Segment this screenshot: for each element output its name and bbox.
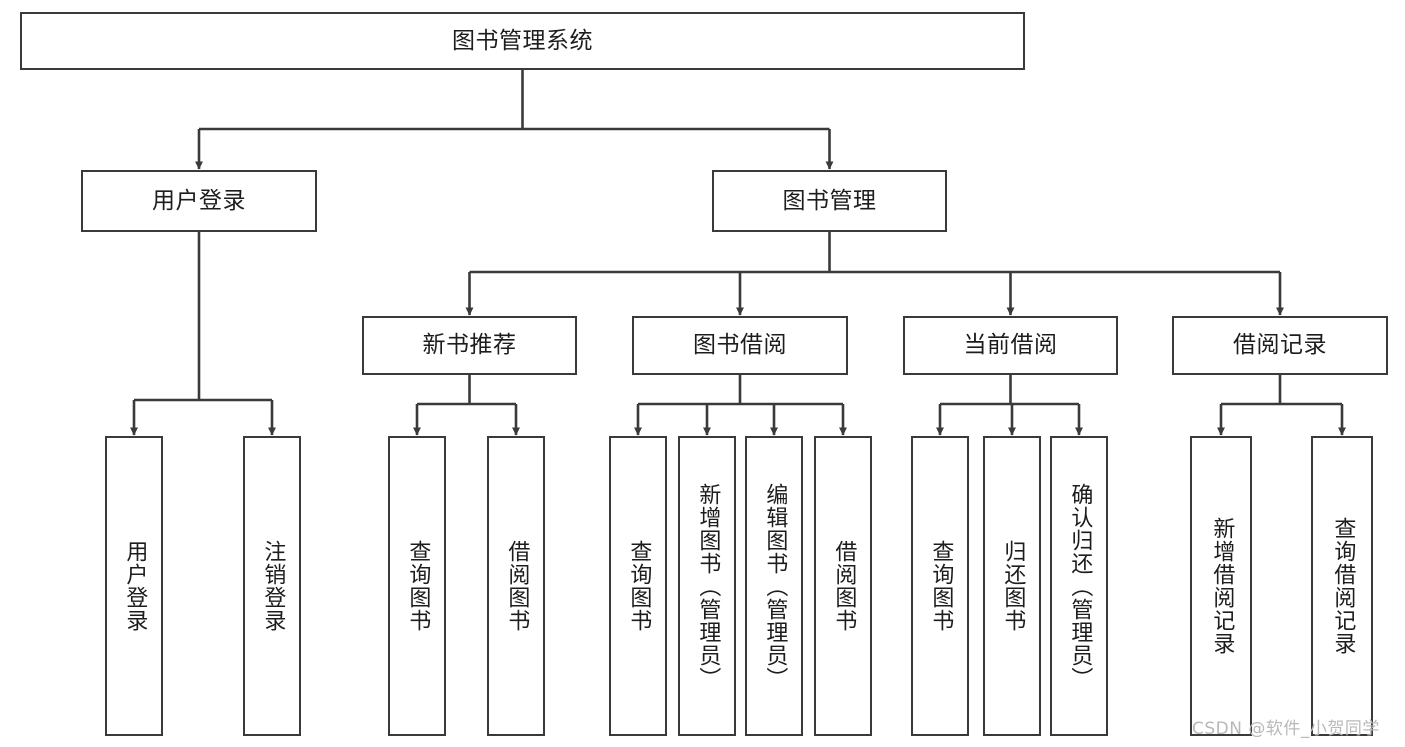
node-label: 借阅图书	[831, 540, 857, 632]
node-leaf-rec-borrow: 借阅图书	[487, 436, 545, 736]
node-label: 借阅图书	[504, 540, 530, 632]
node-label: 图书借阅	[693, 332, 787, 359]
node-label: 查询图书	[626, 540, 652, 632]
node-leaf-rec-query: 查询图书	[388, 436, 446, 736]
node-new-book-rec: 新书推荐	[362, 316, 577, 375]
node-leaf-borrow-add: 新增图书（管理员）	[678, 436, 736, 736]
node-current-borrow: 当前借阅	[903, 316, 1118, 375]
node-label: 借阅记录	[1233, 332, 1327, 359]
node-label: 归还图书	[1000, 540, 1026, 632]
csdn-watermark: CSDN @软件_小贺同学	[1192, 719, 1380, 739]
node-label: 新书推荐	[422, 332, 517, 359]
node-user-login: 用户登录	[81, 170, 317, 232]
node-leaf-cur-return: 归还图书	[983, 436, 1041, 736]
node-label: 图书管理系统	[452, 27, 593, 54]
node-label: 用户登录	[122, 540, 148, 632]
node-root: 图书管理系统	[20, 12, 1025, 70]
node-leaf-cur-query: 查询图书	[911, 436, 969, 736]
node-book-manage: 图书管理	[712, 170, 947, 232]
node-label: 确认归还（管理员）	[1067, 482, 1093, 690]
node-label: 当前借阅	[963, 332, 1058, 359]
node-label: 图书管理	[782, 187, 877, 214]
node-leaf-user-logout: 注销登录	[243, 436, 301, 736]
node-label: 编辑图书（管理员）	[762, 482, 788, 690]
node-label: 新增借阅记录	[1209, 517, 1235, 655]
node-leaf-rec-search: 查询借阅记录	[1311, 436, 1373, 736]
node-label: 查询图书	[928, 540, 954, 632]
node-leaf-cur-confirm: 确认归还（管理员）	[1050, 436, 1108, 736]
node-label: 查询借阅记录	[1330, 517, 1356, 655]
node-label: 查询图书	[405, 540, 431, 632]
node-leaf-rec-add: 新增借阅记录	[1190, 436, 1252, 736]
node-label: 注销登录	[260, 540, 286, 632]
node-label: 新增图书（管理员）	[695, 482, 721, 690]
node-leaf-borrow-edit: 编辑图书（管理员）	[745, 436, 803, 736]
node-leaf-borrow-lend: 借阅图书	[814, 436, 872, 736]
edge-group	[129, 70, 1346, 436]
node-borrow-record: 借阅记录	[1172, 316, 1388, 375]
node-leaf-borrow-query: 查询图书	[609, 436, 667, 736]
node-leaf-user-login: 用户登录	[105, 436, 163, 736]
node-book-borrow: 图书借阅	[632, 316, 848, 375]
node-label: 用户登录	[152, 187, 246, 214]
